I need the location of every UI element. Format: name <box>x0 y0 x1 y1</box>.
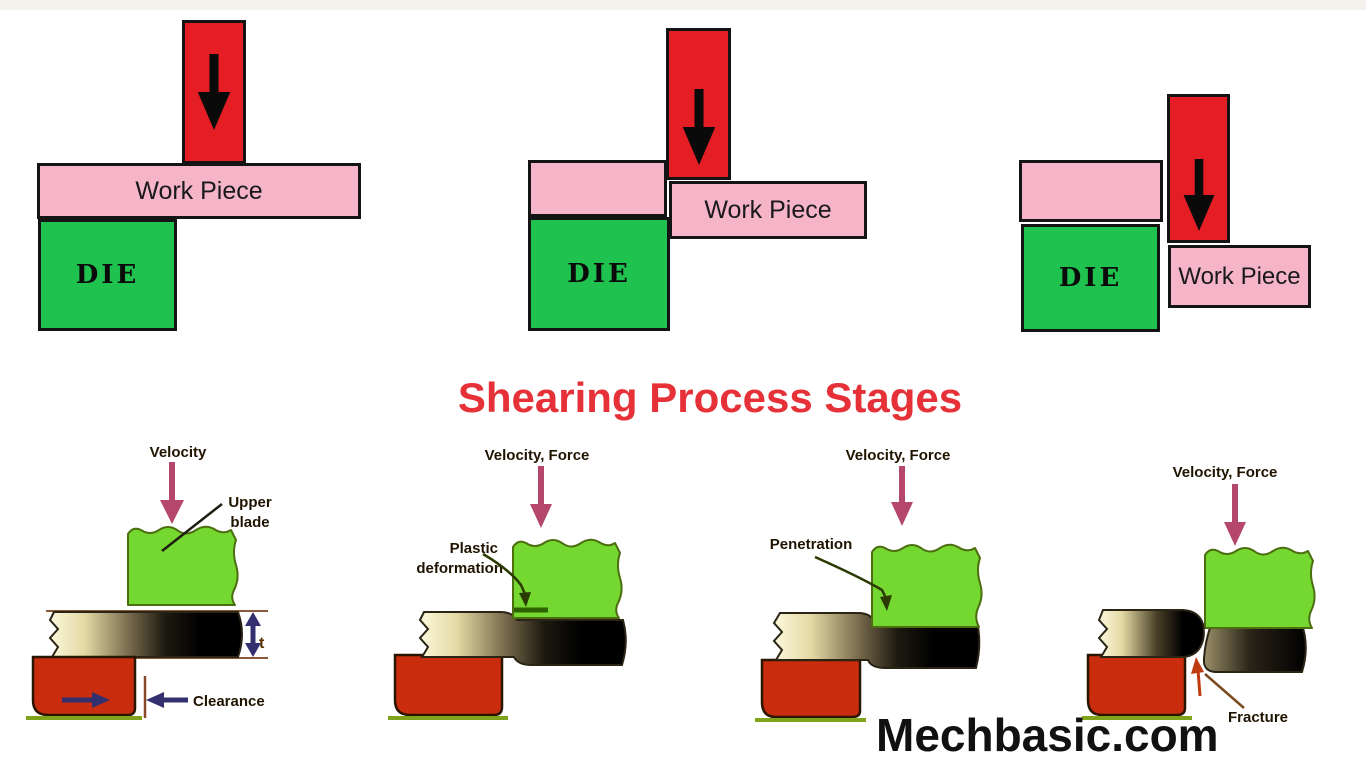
workpiece-block: Work Piece <box>37 163 361 219</box>
clearance-arrow-head-icon <box>146 692 164 708</box>
workpiece-label: Work Piece <box>704 195 832 224</box>
fracture-pointer-line <box>1204 673 1245 709</box>
plastic-deformation-label-line2: deformation <box>416 560 503 577</box>
workpiece-left-block <box>528 160 667 217</box>
workpiece-label: Work Piece <box>1178 262 1301 290</box>
down-arrow-icon <box>682 89 715 165</box>
die-block: DIE <box>38 219 177 331</box>
plastic-deformation-arrow-head-icon <box>519 592 531 607</box>
lower-die-shape <box>31 655 137 717</box>
watermark-text: Mechbasic.com <box>876 709 1219 761</box>
workpiece-left-block <box>1019 160 1163 222</box>
workpiece-block: Work Piece <box>1168 245 1311 308</box>
velocity-force-label: Velocity, Force <box>485 447 590 464</box>
lower-die-shape <box>1086 653 1187 717</box>
upper-blade-shape <box>871 543 983 628</box>
sheet-metal-shape <box>48 611 243 658</box>
velocity-force-label: Velocity, Force <box>1173 464 1278 481</box>
velocity-arrow-head-icon <box>891 502 913 526</box>
velocity-arrow-head-icon <box>160 500 184 524</box>
thickness-label: t <box>259 635 265 652</box>
sheet-slug-shape <box>1202 627 1307 673</box>
shear-stage-4-diagram: Velocity, Force Fracture <box>1082 464 1316 726</box>
upper-blade-shape <box>1204 546 1316 629</box>
velocity-arrow-head-icon <box>530 504 552 528</box>
fracture-label: Fracture <box>1228 709 1288 726</box>
upper-blade-pointer-line <box>161 503 223 552</box>
workpiece-label: Work Piece <box>135 176 263 205</box>
plastic-deformation-pointer-line <box>482 552 527 595</box>
down-arrow-icon <box>1183 158 1214 231</box>
clearance-label: Clearance <box>193 693 265 710</box>
plastic-deformation-label-line1: Plastic <box>450 540 498 557</box>
punch-block <box>1167 94 1230 243</box>
lower-die-shape <box>393 653 504 717</box>
penetration-label: Penetration <box>770 536 853 553</box>
die-block: DIE <box>1021 224 1160 332</box>
upper-blade-label-line2: blade <box>230 514 269 531</box>
punch-block <box>182 20 246 164</box>
top-strip <box>0 0 1366 10</box>
punch-block <box>666 28 731 180</box>
sheet-metal-shape <box>1097 609 1205 658</box>
velocity-label: Velocity <box>150 444 207 461</box>
fracture-arrow-stem <box>1196 669 1202 697</box>
page-title: Shearing Process Stages <box>457 374 963 421</box>
lower-die-shape <box>760 658 862 719</box>
die-label: DIE <box>567 259 631 289</box>
die-block: DIE <box>528 217 670 331</box>
die-label: DIE <box>75 260 140 290</box>
thickness-dim-bottom-head-icon <box>245 643 261 657</box>
upper-blade-shape <box>127 525 239 606</box>
velocity-arrow-head-icon <box>1224 522 1246 546</box>
upper-blade-label-line1: Upper <box>228 494 272 511</box>
thickness-dim-top-head-icon <box>245 612 261 626</box>
down-arrow-icon <box>197 54 231 130</box>
shear-stage-1-diagram: Velocity Upper blade Clearance t <box>26 444 272 720</box>
sheet-metal-shape <box>418 611 627 666</box>
shear-stage-2-diagram: Velocity, Force Plastic deformation <box>388 447 627 720</box>
upper-blade-shape <box>512 538 623 619</box>
clearance-inner-arrow-head-icon <box>92 692 110 708</box>
penetration-arrow-head-icon <box>880 595 892 611</box>
penetration-pointer-line <box>814 555 888 599</box>
shear-stage-3-diagram: Velocity, Force Penetration <box>755 447 983 722</box>
die-label: DIE <box>1058 263 1123 293</box>
velocity-force-label: Velocity, Force <box>846 447 951 464</box>
fracture-arrow-head-icon <box>1191 657 1204 674</box>
workpiece-block: Work Piece <box>669 181 867 239</box>
